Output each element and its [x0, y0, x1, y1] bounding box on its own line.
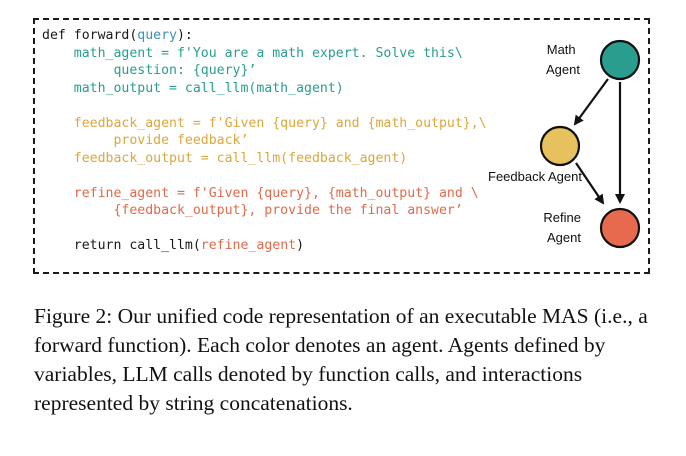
code-token: ): — [176, 28, 193, 43]
code-line: feedback_agent = f'Given {query} and {ma… — [42, 116, 487, 131]
code-token: provide feedback’ — [42, 133, 249, 148]
code-line: math_agent = f'You are a math expert. So… — [42, 46, 463, 61]
code-listing: def forward(query): math_agent = f'You a… — [42, 27, 487, 255]
code-line: def forward(query): — [42, 28, 193, 43]
code-token: math_output = call_llm(math_agent) — [42, 80, 344, 96]
code-line: {feedback_output}, provide the final ans… — [42, 203, 463, 218]
code-token: math_agent = f'You are a math expert. So… — [42, 45, 463, 61]
figure-frame — [33, 18, 650, 274]
code-token: return call_llm( — [42, 238, 201, 253]
code-line: provide feedback’ — [42, 133, 248, 148]
code-line: question: {query}’ — [42, 63, 256, 78]
code-token: ) — [296, 238, 305, 253]
code-token: question: {query}’ — [42, 63, 257, 78]
code-token: {feedback_output}, provide the final ans… — [42, 203, 463, 218]
figure-caption: Figure 2: Our unified code representatio… — [34, 304, 648, 415]
code-token: refine_agent — [200, 238, 297, 253]
code-line: math_output = call_llm(math_agent) — [42, 81, 344, 96]
code-token: def forward( — [42, 28, 138, 43]
code-line: feedback_output = call_llm(feedback_agen… — [42, 151, 407, 166]
code-line: refine_agent = f'Given {query}, {math_ou… — [42, 186, 479, 201]
code-token: query — [137, 28, 177, 43]
code-token: refine_agent = f'Given {query}, {math_ou… — [42, 185, 479, 201]
code-line: return call_llm(refine_agent) — [42, 238, 304, 253]
code-token: feedback_agent = f'Given {query} and {ma… — [42, 115, 487, 131]
code-token: feedback_output = call_llm(feedback_agen… — [42, 150, 408, 166]
